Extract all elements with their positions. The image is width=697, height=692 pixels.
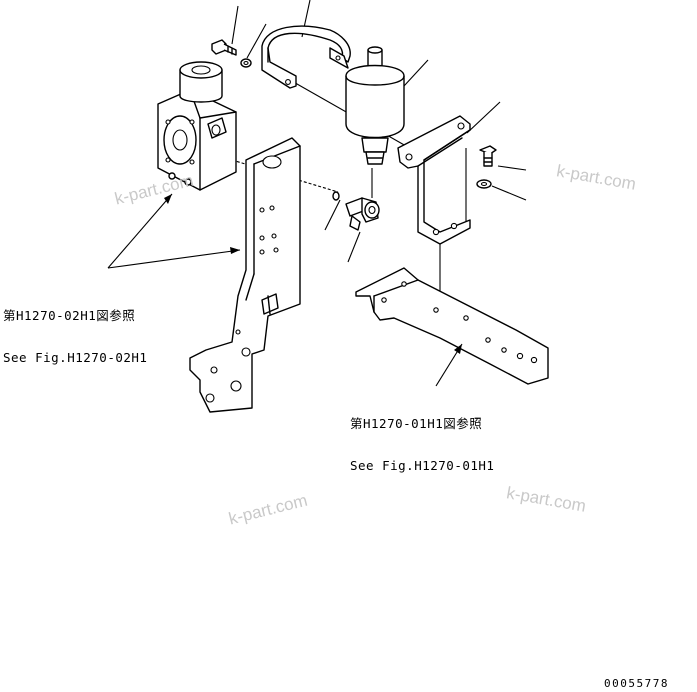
elbow-fitting-part (345, 197, 380, 231)
washer-part (240, 58, 252, 68)
clamp-band-part (261, 25, 351, 89)
small-washer-part (476, 179, 492, 189)
reference-left-line1: 第H1270-02H1図参照 (3, 308, 136, 323)
right-bracket-part (397, 115, 471, 245)
valve-block-part (157, 61, 237, 191)
drawing-number: 00055778 (604, 677, 669, 690)
reference-right-line2: See Fig.H1270-01H1 (350, 458, 495, 473)
reference-left-line2: See Fig.H1270-02H1 (3, 350, 148, 365)
reference-label-right: 第H1270-01H1図参照 See Fig.H1270-01H1 (350, 389, 494, 487)
bolt-part (211, 39, 237, 56)
small-bolt-part (479, 145, 497, 167)
main-bracket-part (189, 137, 301, 413)
reference-label-left: 第H1270-02H1図参照 See Fig.H1270-02H1 (3, 281, 147, 379)
reference-right-line1: 第H1270-01H1図参照 (350, 416, 483, 431)
o-ring-part (332, 191, 340, 201)
accumulator-part (345, 46, 405, 165)
base-plate-part (355, 267, 549, 385)
reference-arrows (107, 193, 463, 387)
